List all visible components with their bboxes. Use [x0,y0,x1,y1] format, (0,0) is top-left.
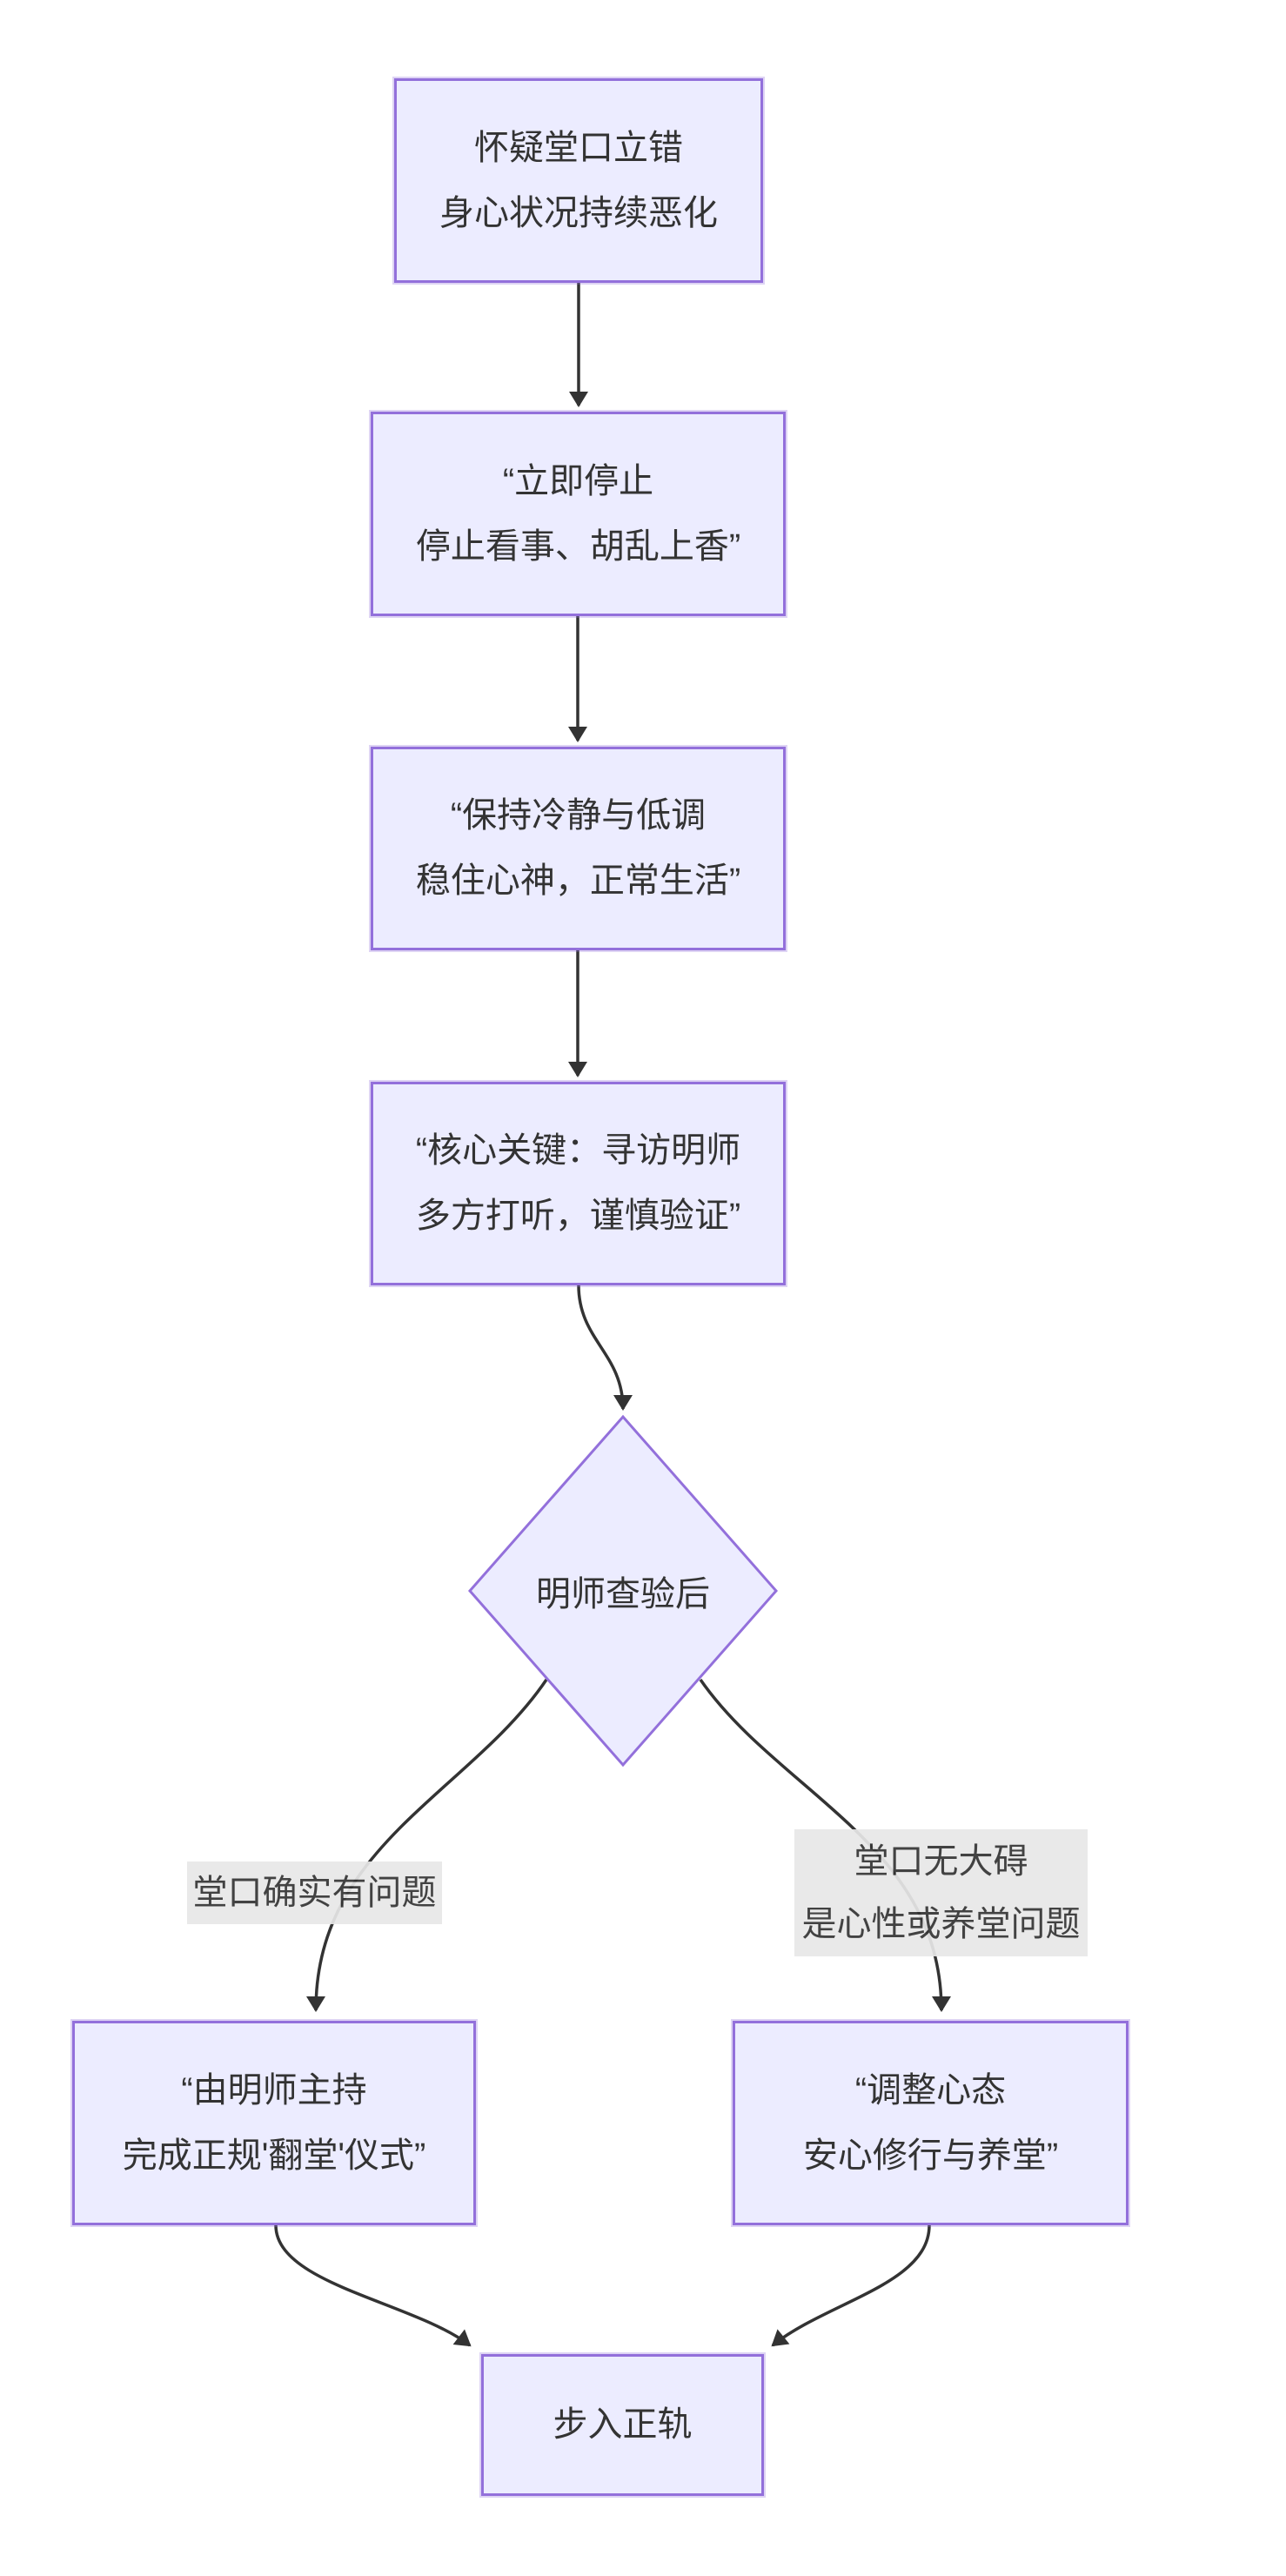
edge-label-altar-ok: 堂口无大碍 是心性或养堂问题 [794,1829,1088,1956]
node-text-line: 安心修行与养堂” [802,2136,1059,2175]
node-decision-after-inspection: 明师查验后 [470,1417,776,1765]
node-stop-immediately: “立即停止 停止看事、胡乱上香” [371,412,786,616]
node-text-line: “保持冷静与低调 [450,796,707,835]
edge-label-line: 堂口确实有问题 [192,1874,437,1912]
node-text-line: 多方打听，谨慎验证” [415,1197,741,1235]
decision-diamond-shape [468,1414,778,1768]
node-text-line: 明师查验后 [536,1575,710,1613]
node-master-led-ritual: “由明师主持 完成正规'翻堂'仪式” [72,2021,476,2225]
node-text-line: 怀疑堂口立错 [474,128,683,167]
node-text-line: “立即停止 [502,461,654,500]
node-text-line: “由明师主持 [181,2070,367,2110]
edge-label-line: 是心性或养堂问题 [801,1905,1081,1943]
edge-label-altar-has-problem: 堂口确实有问题 [187,1862,442,1924]
node-adjust-mindset: “调整心态 安心修行与养堂” [733,2021,1129,2225]
node-suspect-altar-error: 怀疑堂口立错 身心状况持续恶化 [394,78,763,283]
edge-label-line: 堂口无大碍 [854,1842,1028,1881]
node-text-line: 稳住心神，正常生活” [415,862,741,900]
node-text-line: 停止看事、胡乱上香” [415,527,741,566]
edge-G-H [771,2224,931,2347]
node-back-on-track: 步入正轨 [481,2354,764,2496]
node-text-line: “核心关键：寻访明师 [415,1131,741,1170]
node-text-line: “调整心态 [854,2070,1007,2110]
node-text-line: 完成正规'翻堂'仪式” [122,2136,426,2175]
node-text-line: 身心状况持续恶化 [439,193,718,232]
edge-D-E [577,1285,633,1411]
node-text-line: 步入正轨 [553,2405,693,2444]
node-stay-calm: “保持冷静与低调 稳住心神，正常生活” [371,747,786,950]
edge-E-F [306,1679,548,2012]
edge-F-H [274,2224,472,2347]
node-seek-master: “核心关键：寻访明师 多方打听，谨慎验证” [371,1082,786,1285]
